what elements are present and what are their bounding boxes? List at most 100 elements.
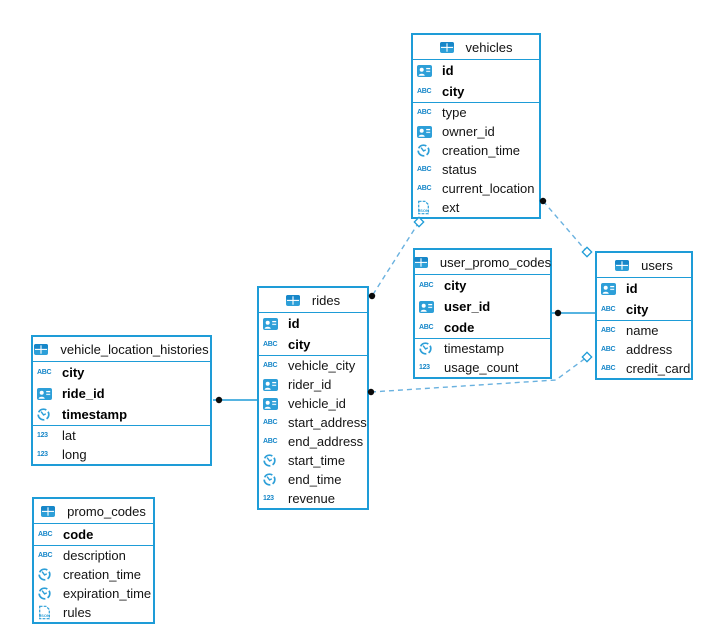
column-row-user_promo_codes-city[interactable]: ABC city	[415, 275, 550, 296]
column-row-vehicle_location_histories-ride_id[interactable]: ride_id	[33, 383, 210, 404]
connection-line-vehicles-users[interactable]	[542, 200, 588, 253]
column-row-users-name[interactable]: ABC name	[597, 321, 691, 340]
id-reference-icon	[263, 397, 284, 410]
timestamp-type-icon	[417, 144, 438, 157]
table-header-promo_codes[interactable]: promo_codes	[34, 499, 153, 524]
connection-line-vehicles-rides[interactable]	[371, 221, 420, 297]
column-name: rules	[63, 605, 92, 620]
table-title: vehicle_location_histories	[60, 341, 209, 357]
column-name: usage_count	[444, 360, 519, 375]
text-type-icon: ABC	[601, 364, 616, 372]
text-type-icon: ABC	[419, 281, 434, 289]
id-reference-icon	[417, 125, 438, 138]
column-row-users-credit_card[interactable]: ABC credit_card	[597, 359, 691, 378]
text-type-icon: ABC	[417, 87, 432, 95]
column-name: current_location	[442, 181, 535, 196]
column-name: expiration_time	[63, 586, 152, 601]
column-row-vehicles-owner_id[interactable]: owner_id	[413, 122, 539, 141]
table-title: promo_codes	[67, 503, 146, 519]
timestamp-type-icon	[263, 473, 284, 486]
column-name: city	[62, 365, 85, 380]
column-name: city	[288, 337, 311, 352]
column-name: city	[444, 278, 467, 293]
column-row-vehicles-id[interactable]: id	[413, 60, 539, 81]
text-type-icon: ABC	[263, 437, 278, 445]
text-type-icon: ABC	[417, 184, 432, 192]
timestamp-type-icon	[38, 568, 59, 581]
column-row-rides-rider_id[interactable]: rider_id	[259, 375, 367, 394]
table-header-vehicles[interactable]: vehicles	[413, 35, 539, 60]
table-header-user_promo_codes[interactable]: user_promo_codes	[413, 250, 551, 275]
column-name: credit_card	[626, 361, 691, 376]
column-row-rides-vehicle_id[interactable]: vehicle_id	[259, 394, 367, 413]
number-type-icon: 123	[37, 431, 48, 439]
connection-line-rides-users[interactable]	[370, 356, 588, 393]
id-reference-icon	[263, 317, 284, 330]
text-type-icon: ABC	[601, 326, 616, 334]
column-row-vehicles-creation_time[interactable]: creation_time	[413, 141, 539, 160]
column-name: revenue	[288, 491, 335, 506]
column-row-rides-id[interactable]: id	[259, 313, 367, 334]
column-name: code	[63, 527, 94, 542]
column-row-vehicle_location_histories-lat[interactable]: 123 lat	[33, 426, 210, 445]
column-row-user_promo_codes-timestamp[interactable]: timestamp	[415, 339, 550, 358]
column-row-promo_codes-rules[interactable]: JSON rules	[34, 603, 153, 622]
column-row-vehicle_location_histories-timestamp[interactable]: timestamp	[33, 404, 210, 425]
table-title: users	[641, 257, 673, 273]
column-name: vehicle_city	[288, 358, 356, 373]
column-row-users-id[interactable]: id	[597, 278, 691, 299]
column-name: code	[444, 320, 475, 335]
column-name: owner_id	[442, 124, 495, 139]
table-header-users[interactable]: users	[597, 253, 691, 278]
column-row-promo_codes-creation_time[interactable]: creation_time	[34, 565, 153, 584]
column-row-rides-revenue[interactable]: 123 revenue	[259, 489, 367, 508]
json-icon-label: JSON	[39, 613, 50, 618]
column-name: lat	[62, 428, 76, 443]
number-type-icon: 123	[37, 450, 48, 458]
table-header-vehicle_location_histories[interactable]: vehicle_location_histories	[33, 337, 210, 362]
timestamp-type-icon	[38, 587, 59, 600]
column-row-rides-start_time[interactable]: start_time	[259, 451, 367, 470]
text-type-icon: ABC	[417, 108, 432, 116]
id-reference-icon	[417, 64, 438, 77]
table-header-rides[interactable]: rides	[259, 288, 367, 313]
column-name: vehicle_id	[288, 396, 346, 411]
id-reference-icon	[601, 282, 622, 295]
column-name: id	[288, 316, 300, 331]
column-name: name	[626, 323, 659, 338]
column-row-vehicles-current_location[interactable]: ABC current_location	[413, 179, 539, 198]
column-row-promo_codes-expiration_time[interactable]: expiration_time	[34, 584, 153, 603]
number-type-icon: 123	[263, 494, 274, 502]
column-row-rides-end_time[interactable]: end_time	[259, 470, 367, 489]
table-title: rides	[311, 292, 341, 308]
column-row-user_promo_codes-user_id[interactable]: user_id	[415, 296, 550, 317]
